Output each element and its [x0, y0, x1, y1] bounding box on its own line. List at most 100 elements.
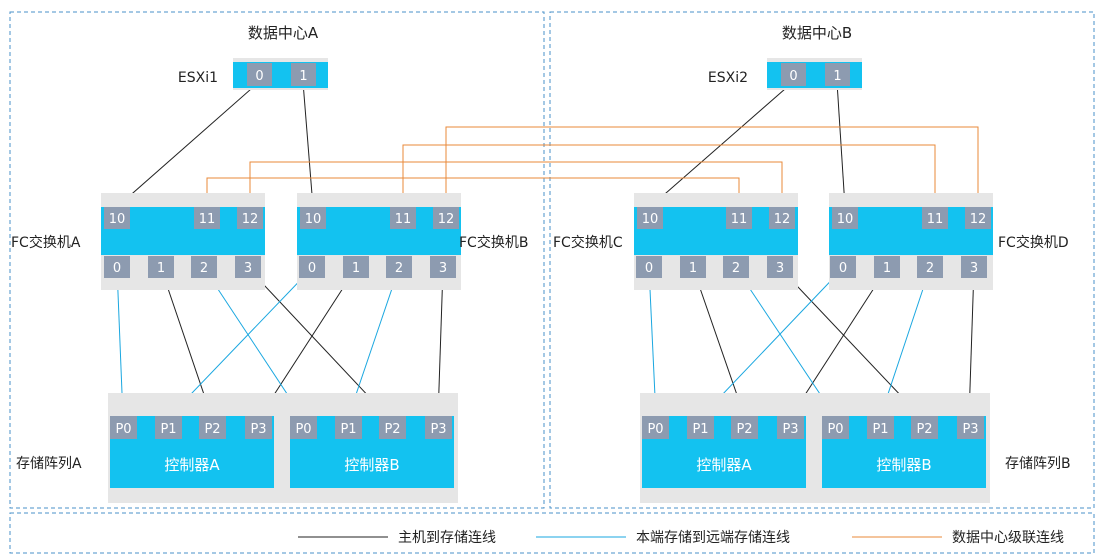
storage-port-p3 — [777, 416, 804, 439]
switch-port-2 — [723, 256, 749, 278]
switch-port-label: 12 — [242, 212, 259, 227]
host-port-label: 1 — [299, 69, 307, 84]
datacenter-b-title: 数据中心B — [782, 24, 852, 42]
storage-port-p0 — [822, 416, 849, 439]
switch-port-0 — [104, 256, 130, 278]
fc-switch-d: 10 11 12 0 1 2 3 — [829, 193, 993, 290]
switch-port-label: 1 — [883, 261, 891, 276]
storage-port-label: P0 — [295, 422, 311, 437]
datacenter-cascade-lines — [206, 126, 979, 207]
storage-port-label: P1 — [692, 422, 708, 437]
fc-switch-a: 10 11 12 0 1 2 3 — [101, 193, 265, 290]
storage-port-label: P2 — [736, 422, 752, 437]
storage-port-p0 — [642, 416, 669, 439]
legend-host-label: 主机到存储连线 — [398, 530, 496, 546]
storage-port-label: P0 — [827, 422, 843, 437]
storage-port-p3 — [245, 416, 272, 439]
switch-name-a: FC交换机A — [11, 234, 81, 251]
switch-port-2 — [917, 256, 943, 278]
switch-port-10 — [637, 207, 663, 229]
storage-name-b: 存储阵列B — [1005, 456, 1071, 472]
switch-port-1 — [680, 256, 706, 278]
switch-port-label: 3 — [244, 261, 252, 276]
storage-port-p2 — [911, 416, 938, 439]
switch-port-0 — [636, 256, 662, 278]
switch-port-label: 12 — [774, 212, 791, 227]
storage-port-p1 — [687, 416, 714, 439]
switch-name-d: FC交换机D — [998, 234, 1069, 251]
switch-port-label: 10 — [305, 212, 322, 227]
switch-port-label: 0 — [839, 261, 847, 276]
switch-port-label: 12 — [438, 212, 455, 227]
storage-port-label: P0 — [647, 422, 663, 437]
switch-port-label: 11 — [731, 212, 748, 227]
switch-port-12 — [769, 207, 795, 229]
host-name-esxi1: ESXi1 — [178, 70, 218, 86]
switch-port-label: 0 — [113, 261, 121, 276]
storage-port-p2 — [199, 416, 226, 439]
legend: 主机到存储连线 本端存储到远端存储连线 数据中心级联连线 — [298, 530, 1064, 546]
switch-port-11 — [194, 207, 220, 229]
legend-cascade-label: 数据中心级联连线 — [952, 530, 1064, 546]
storage-port-label: P1 — [160, 422, 176, 437]
storage-port-p0 — [290, 416, 317, 439]
host-port-0 — [247, 63, 272, 86]
switch-port-10 — [104, 207, 130, 229]
switch-port-label: 12 — [970, 212, 987, 227]
switch-port-11 — [390, 207, 416, 229]
switch-port-label: 3 — [439, 261, 447, 276]
host-port-label: 1 — [833, 69, 841, 84]
controller-name: 控制器A — [164, 456, 220, 474]
datacenter-a-border — [9, 11, 545, 509]
storage-port-label: P2 — [916, 422, 932, 437]
switch-port-label: 10 — [109, 212, 126, 227]
host-esxi1: 0 1 — [233, 58, 328, 90]
switch-port-label: 11 — [927, 212, 944, 227]
switch-port-10 — [832, 207, 858, 229]
storage-port-label: P3 — [250, 422, 266, 437]
switch-name-b: FC交换机B — [459, 234, 528, 251]
switch-port-label: 0 — [308, 261, 316, 276]
storage-port-label: P2 — [204, 422, 220, 437]
storage-port-label: P3 — [962, 422, 978, 437]
switch-port-3 — [235, 256, 261, 278]
switch-port-1 — [343, 256, 369, 278]
storage-array-a: P0 P1 P2 P3 控制器A P0 P1 P2 P3 控制器B — [108, 393, 458, 503]
switch-port-label: 10 — [837, 212, 854, 227]
storage-port-p1 — [335, 416, 362, 439]
switch-port-0 — [299, 256, 325, 278]
switch-port-0 — [830, 256, 856, 278]
controller-name: 控制器A — [696, 456, 752, 474]
storage-port-p2 — [731, 416, 758, 439]
storage-port-p2 — [379, 416, 406, 439]
switch-port-label: 2 — [732, 261, 740, 276]
switch-port-3 — [767, 256, 793, 278]
controller-name: 控制器B — [344, 456, 399, 474]
storage-port-label: P1 — [872, 422, 888, 437]
switch-port-2 — [386, 256, 412, 278]
host-port-1 — [291, 63, 316, 86]
switch-port-3 — [430, 256, 456, 278]
host-port-1 — [825, 63, 850, 86]
storage-port-label: P3 — [782, 422, 798, 437]
storage-port-label: P1 — [340, 422, 356, 437]
switch-port-10 — [300, 207, 326, 229]
host-port-0 — [781, 63, 806, 86]
switch-port-label: 2 — [200, 261, 208, 276]
controller-b: P0 P1 P2 P3 控制器B — [290, 416, 454, 488]
switch-port-label: 3 — [776, 261, 784, 276]
host-port-label: 0 — [789, 69, 797, 84]
storage-port-label: P0 — [115, 422, 131, 437]
switch-port-2 — [191, 256, 217, 278]
legend-storage-label: 本端存储到远端存储连线 — [636, 530, 790, 546]
switch-port-label: 3 — [970, 261, 978, 276]
switch-port-label: 11 — [199, 212, 216, 227]
switch-port-label: 1 — [157, 261, 165, 276]
storage-port-p1 — [867, 416, 894, 439]
switch-port-11 — [726, 207, 752, 229]
host-port-label: 0 — [255, 69, 263, 84]
storage-port-p0 — [110, 416, 137, 439]
storage-array-b: P0 P1 P2 P3 控制器A P0 P1 P2 P3 控制器B — [640, 393, 990, 503]
switch-name-c: FC交换机C — [553, 234, 623, 251]
switch-port-label: 11 — [395, 212, 412, 227]
